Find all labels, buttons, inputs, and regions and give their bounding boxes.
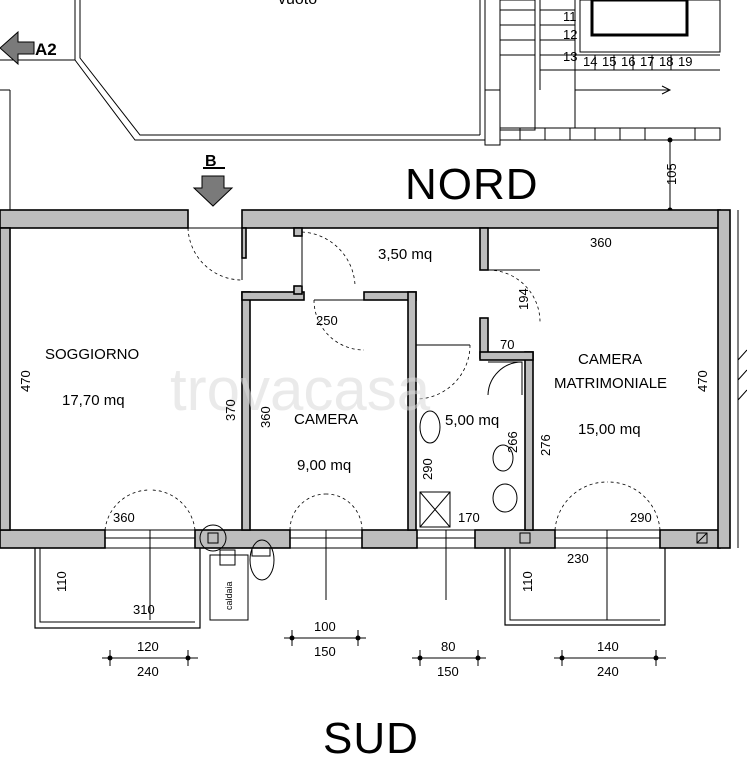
dim-label: 470 (695, 370, 710, 392)
room-area: 3,50 mq (378, 246, 432, 263)
boiler: caldaia (199, 524, 275, 621)
stair-number: 12 (563, 27, 577, 42)
south-label: SUD (323, 714, 419, 763)
room-bagno: 5,00 mq (445, 412, 499, 429)
staircase: 11 12 13 14 15 16 17 18 19 (499, 0, 721, 141)
dim-label: 230 (567, 551, 589, 566)
room-name: CAMERA (294, 411, 358, 428)
dim-label: 80 (441, 639, 455, 654)
section-marker-a2-label: A2 (35, 40, 57, 59)
dim-label: 110 (54, 571, 69, 592)
balcony-right (504, 548, 666, 626)
room-camera: CAMERA 9,00 mq (294, 411, 358, 474)
stair-number: 11 (563, 9, 577, 24)
stair-number: 14 (583, 54, 597, 69)
stair-number: 16 (621, 54, 635, 69)
window-dimension-4: 140 240 (554, 639, 666, 679)
dim-label: 360 (590, 235, 612, 250)
stair-number: 18 (659, 54, 673, 69)
section-marker-b: B (192, 153, 234, 207)
dim-label: 290 (420, 458, 435, 480)
dim-label: 266 (505, 431, 520, 453)
north-label: NORD (405, 160, 539, 209)
bathroom-fixtures (419, 361, 523, 528)
stair-number: 13 (563, 49, 577, 64)
dim-105-label: 105 (664, 163, 679, 185)
upper-void-outline: vuoto (0, 0, 501, 146)
dim-label: 310 (133, 602, 155, 617)
dim-label: 170 (458, 510, 480, 525)
stair-number: 17 (640, 54, 654, 69)
room-camera-matrimoniale: CAMERA MATRIMONIALE 15,00 mq (554, 351, 667, 438)
dim-label: 110 (520, 571, 535, 592)
door-swings (301, 231, 541, 400)
boiler-label: caldaia (224, 581, 234, 610)
dim-label: 194 (516, 288, 531, 310)
dim-label: 140 (597, 639, 619, 654)
watermark: trovacasa (170, 356, 431, 423)
dim-label: 240 (597, 664, 619, 679)
window-dimension-1: 120 240 (102, 639, 198, 679)
south-openings (104, 481, 661, 620)
stair-number: 15 (602, 54, 616, 69)
dim-label: 360 (258, 406, 273, 428)
room-area: 5,00 mq (445, 412, 499, 429)
dim-label: 100 (314, 619, 336, 634)
room-area: 9,00 mq (297, 457, 351, 474)
dim-label: 470 (18, 370, 33, 392)
room-disimpegno: 3,50 mq (378, 246, 432, 263)
dim-label: 240 (137, 664, 159, 679)
dim-label: 150 (314, 644, 336, 659)
room-name-line1: CAMERA (578, 351, 642, 368)
dim-label: 70 (500, 337, 514, 352)
room-soggiorno: SOGGIORNO 17,70 mq (45, 346, 139, 409)
dim-label: 370 (223, 399, 238, 421)
dim-label: 276 (538, 434, 553, 456)
section-marker-b-label: B (205, 153, 217, 170)
dim-105: 105 (664, 137, 679, 213)
dim-label: 250 (316, 313, 338, 328)
balcony-left (34, 548, 201, 629)
dim-label: 290 (630, 510, 652, 525)
entrance-door (187, 210, 243, 281)
dim-label: 150 (437, 664, 459, 679)
room-name-line2: MATRIMONIALE (554, 375, 667, 392)
stair-number: 19 (678, 54, 692, 69)
dim-label: 120 (137, 639, 159, 654)
window-dimension-3: 80 150 (412, 639, 486, 679)
upper-void-label: vuoto (278, 0, 317, 8)
dim-label: 360 (113, 510, 135, 525)
room-name: SOGGIORNO (45, 346, 139, 363)
section-marker-a2: A2 (0, 30, 57, 66)
interior-dimensions: 360 194 250 70 470 470 370 360 290 266 2… (18, 235, 710, 617)
room-area: 17,70 mq (62, 392, 125, 409)
room-area: 15,00 mq (578, 421, 641, 438)
window-dimension-2: 100 150 (284, 619, 366, 659)
